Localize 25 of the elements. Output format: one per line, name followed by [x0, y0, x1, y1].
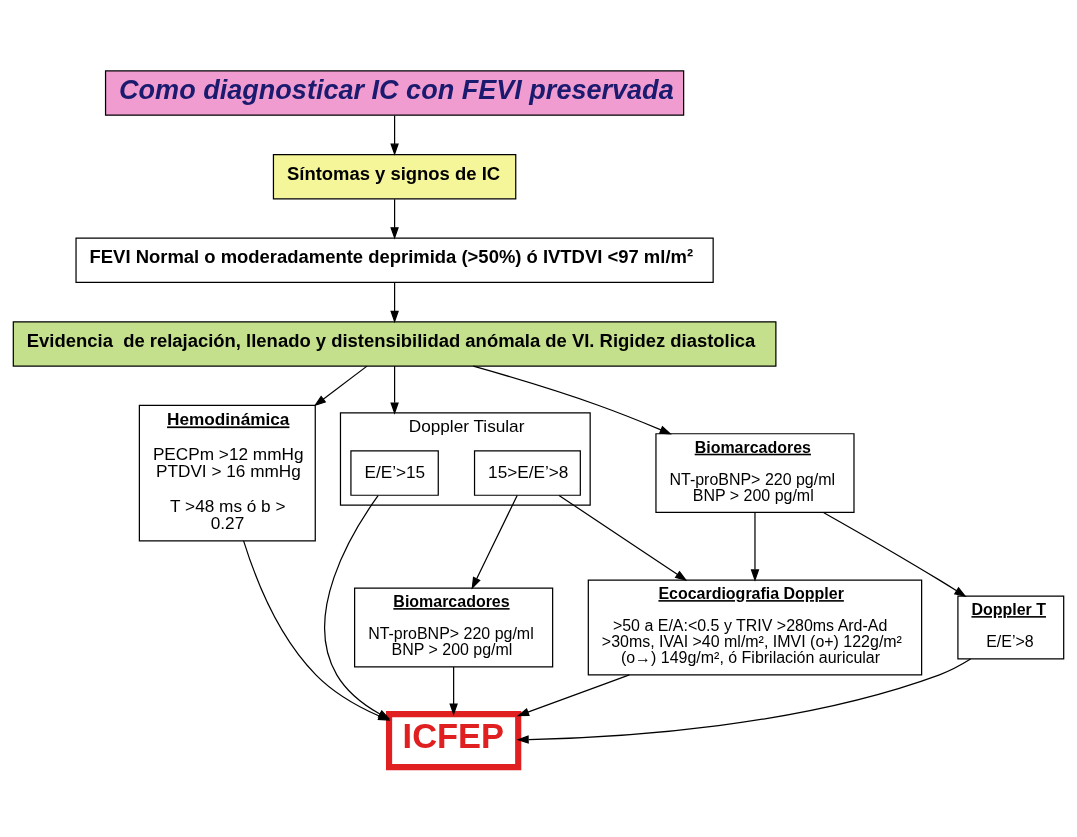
node-box: 15>E/E’>8 — [473, 449, 581, 496]
node-box: Síntomas y signos de IC — [272, 153, 517, 199]
node-box: E/E’>15 — [350, 449, 439, 496]
arrow — [823, 511, 967, 597]
node-box: Doppler T E/E’>8 — [957, 595, 1065, 659]
arrow — [750, 511, 760, 582]
arrow — [558, 494, 688, 581]
node-box: ICFEP — [386, 710, 522, 770]
arrow — [471, 494, 518, 589]
node-box: Hemodinámica PECPm >12 mmHg PTDVI > 16 mmHg T >48 ms ó b > 0.27 — [138, 404, 316, 541]
node-box: FEVI Normal o moderadamente deprimida (>50%) ó IVTDVI <97 ml/m² — [75, 237, 714, 283]
node-box: Biomarcadores NT-proBNP> 220 pg/ml BNP > 200 pg/ml — [354, 587, 554, 667]
node-box: Como diagnosticar IC con FEVI preservada — [104, 69, 685, 116]
arrow — [516, 673, 630, 716]
node-box: Ecocardiografia Doppler >50 a E/A:<0.5 y TRIV >280ms Ard-Ad >30ms, IVAI >40 ml/m², IMVI (o+) 122g/m² (o→) 149g/m², ó Fibrilación auricular — [587, 579, 923, 675]
node-box: Biomarcadores NT-proBNP> 220 pg/ml BNP > 200 pg/ml — [655, 432, 855, 513]
arrow — [390, 198, 399, 239]
arrow — [390, 281, 399, 323]
arrow — [390, 114, 399, 156]
arrow — [516, 657, 972, 744]
arrow — [313, 365, 368, 406]
arrow — [449, 666, 458, 716]
arrow — [390, 365, 399, 415]
node-box: Evidencia de relajación, llenado y distensibilidad anómala de VI. Rigidez diastolica — [12, 320, 777, 367]
arrow — [472, 365, 672, 434]
